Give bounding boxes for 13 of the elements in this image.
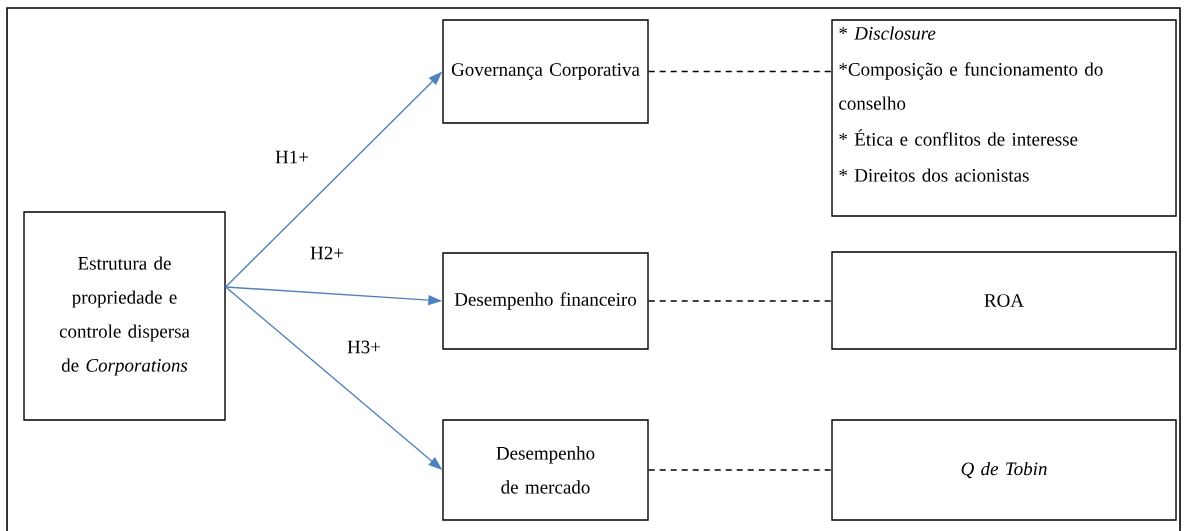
box: ROA	[831, 251, 1177, 350]
box: Desempenho financeiro	[442, 252, 649, 350]
connector-line	[648, 469, 832, 471]
connector-line	[648, 70, 833, 73]
list-box: *Disclosure *Composição e funcionamento do conselho * Ética e conflitos de interesse * Direitos dos acionistas	[831, 19, 1177, 217]
connector-line	[648, 300, 832, 302]
edge-label: H1+	[273, 148, 311, 166]
box: Q de Tobin	[831, 419, 1177, 521]
box: Estrutura de propriedade e controle dispersa de Corporations	[23, 211, 226, 421]
edge-label: H2+	[308, 244, 346, 262]
box: Desempenho de mercado	[442, 419, 649, 521]
edge-label: H3+	[345, 338, 383, 356]
box: Governança Corporativa	[442, 19, 649, 124]
